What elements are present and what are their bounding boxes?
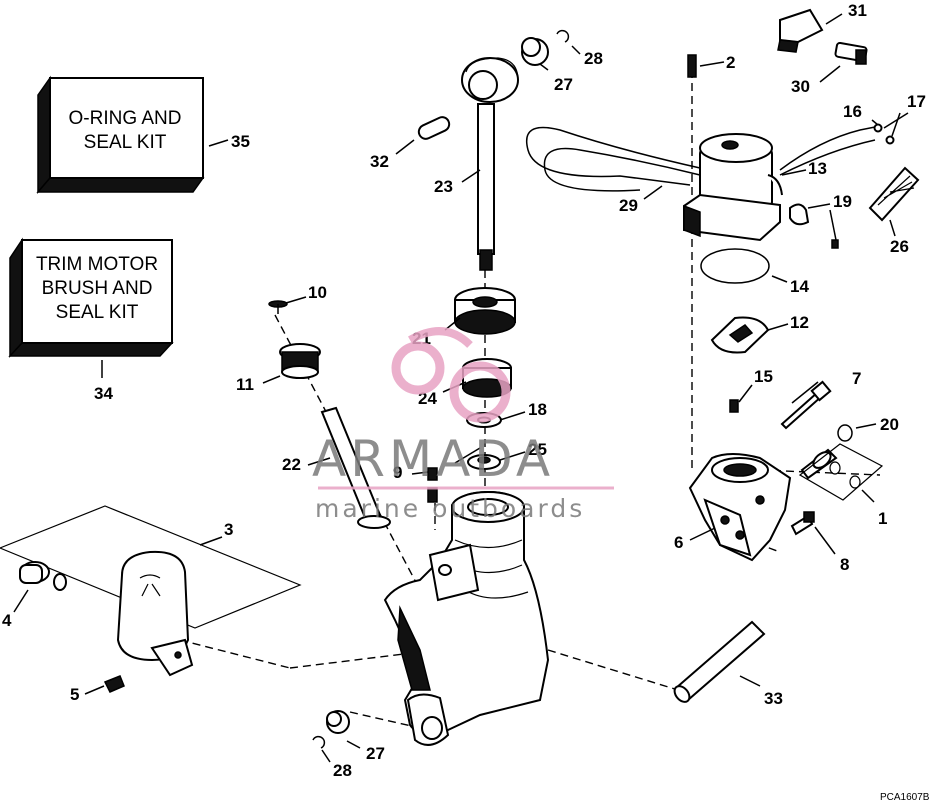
bushing-top — [521, 37, 549, 66]
long-screw — [780, 380, 832, 430]
callout-27-top: 27 — [554, 75, 573, 94]
pivot-pin — [673, 620, 766, 703]
wire-clip — [777, 8, 824, 53]
seal-kit-line2: SEAL KIT — [84, 132, 167, 153]
callout-6: 6 — [674, 533, 683, 552]
drawing-code: PCA1607B — [880, 792, 930, 803]
watermark-logo-icon — [391, 327, 511, 423]
callout-19: 19 — [833, 192, 852, 211]
pin — [417, 116, 451, 140]
motor-kit-line3: SEAL KIT — [56, 302, 139, 323]
callout-31: 31 — [848, 1, 867, 20]
watermark-brand: ARMADA — [312, 430, 554, 488]
motor-kit-line1: TRIM MOTOR — [36, 254, 158, 275]
callout-9: 9 — [393, 463, 402, 482]
callout-12: 12 — [790, 313, 809, 332]
motor-bolt — [687, 54, 697, 78]
watermark: ARMADA marine outboards — [312, 327, 614, 523]
check-valve — [729, 399, 739, 413]
callout-32: 32 — [370, 152, 389, 171]
callout-23: 23 — [434, 177, 453, 196]
callout-13: 13 — [808, 159, 827, 178]
callout-3: 3 — [224, 520, 233, 539]
callout-8: 8 — [840, 555, 849, 574]
motor-clamp — [789, 203, 839, 249]
seal-kit-box: O-RING AND SEAL KIT — [36, 75, 205, 195]
callout-18: 18 — [528, 400, 547, 419]
trim-motor — [526, 125, 881, 242]
callout-28-top: 28 — [584, 49, 603, 68]
manifold-screw — [790, 511, 815, 536]
motor-kit-line2: BRUSH AND — [42, 278, 153, 299]
motor-cover — [710, 316, 770, 354]
callout-28-bottom: 28 — [333, 761, 352, 780]
reservoir-screw — [103, 675, 125, 693]
seal-kit-line1: O-RING AND — [69, 108, 182, 129]
callout-15: 15 — [754, 367, 773, 386]
callout-11: 11 — [236, 375, 254, 394]
callout-16: 16 — [843, 102, 862, 121]
callout-26: 26 — [890, 237, 909, 256]
retainer-ring-top — [556, 29, 570, 43]
callout-17: 17 — [907, 92, 926, 111]
piston-rod — [461, 57, 519, 271]
pump-manifold — [688, 453, 792, 562]
cylinder-housing — [383, 490, 550, 746]
bushing-bottom — [326, 710, 350, 734]
callout-7: 7 — [852, 369, 861, 388]
callout-34: 34 — [94, 384, 113, 403]
motor-o-ring — [700, 248, 770, 284]
callout-1: 1 — [878, 509, 887, 528]
callout-25: 25 — [528, 440, 547, 459]
piston-nut — [467, 454, 501, 470]
piston-cap — [462, 358, 512, 398]
valve-plane — [798, 443, 884, 501]
callout-20: 20 — [880, 415, 899, 434]
trim-motor-kit-box: TRIM MOTOR BRUSH AND SEAL KIT — [8, 237, 174, 358]
reservoir — [116, 550, 194, 677]
callout-10: 10 — [308, 283, 327, 302]
callout-22: 22 — [282, 455, 301, 474]
manual-release-valve — [800, 448, 838, 480]
valve-o-ring — [837, 424, 853, 442]
piston — [454, 287, 516, 335]
relief-valve-tube — [320, 406, 391, 529]
watermark-tagline: marine outboards — [315, 494, 585, 523]
callout-5: 5 — [70, 685, 79, 704]
retainer-ring-bottom — [312, 735, 326, 749]
cylinder-plug — [279, 343, 321, 379]
callout-33: 33 — [764, 689, 783, 708]
callout-30: 30 — [791, 77, 810, 96]
callout-numbers: 1 2 3 4 5 6 7 8 9 10 11 12 13 14 15 16 1… — [2, 1, 926, 780]
callout-29: 29 — [619, 196, 638, 215]
callout-4: 4 — [2, 611, 12, 630]
callout-27-bottom: 27 — [366, 744, 385, 763]
callout-35: 35 — [231, 132, 250, 151]
callout-leaders — [13, 13, 909, 763]
wire-sleeve — [868, 166, 920, 222]
wire-connector — [834, 41, 868, 65]
callout-2: 2 — [726, 53, 735, 72]
callout-14: 14 — [790, 277, 809, 296]
reservoir-bushing — [19, 561, 67, 591]
filler-screw — [268, 300, 288, 314]
